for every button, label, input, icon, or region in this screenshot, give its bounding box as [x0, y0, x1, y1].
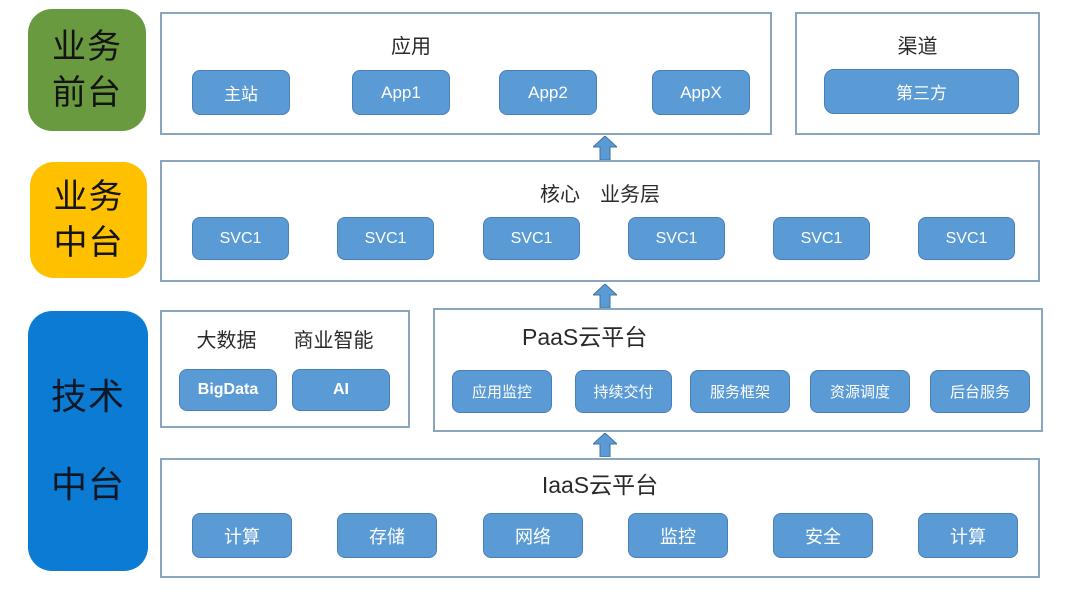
svc-chip: SVC1	[918, 217, 1015, 260]
application-box: 应用 主站 App1 App2 AppX	[160, 12, 772, 135]
paas-platform-box: PaaS云平台 应用监控 持续交付 服务框架 资源调度 后台服务	[433, 308, 1043, 432]
iaas-platform-box: IaaS云平台 计算 存储 网络 监控 安全 计算	[160, 458, 1040, 578]
channel-box: 渠道 第三方	[795, 12, 1040, 135]
paas-chip-continuous-delivery: 持续交付	[575, 370, 672, 413]
channel-title: 渠道	[897, 36, 938, 58]
core-business-layer-title: 核心 业务层	[540, 184, 660, 206]
bigdata-chip: BigData	[179, 369, 277, 411]
bigdata-bi-titles: 大数据 商业智能	[162, 324, 408, 353]
label-business-middle-platform: 业务 中台	[30, 162, 147, 278]
iaas-chip-monitoring: 监控	[628, 513, 728, 558]
iaas-chip-storage: 存储	[337, 513, 437, 558]
iaas-title: IaaS云平台	[541, 472, 659, 498]
app-chip-app1: App1	[352, 70, 450, 115]
app-chip-app2: App2	[499, 70, 597, 115]
paas-chip-app-monitoring: 应用监控	[452, 370, 552, 413]
label-line: 前台	[52, 74, 122, 112]
label-line: 业务	[53, 178, 124, 216]
bigdata-title: 大数据	[196, 330, 257, 352]
ai-chip: AI	[292, 369, 390, 411]
up-arrow-icon	[593, 284, 617, 308]
up-arrow-icon	[593, 136, 617, 160]
paas-chip-resource-scheduling: 资源调度	[810, 370, 910, 413]
label-line: 技术	[50, 376, 125, 417]
app-chip-appx: AppX	[652, 70, 750, 115]
label-line: 中台	[50, 464, 125, 505]
svc-chip: SVC1	[337, 217, 434, 260]
svc-chip: SVC1	[483, 217, 580, 260]
svc-chip: SVC1	[628, 217, 725, 260]
label-tech-middle-platform: 技术 中台	[28, 311, 148, 571]
app-chip-main-site: 主站	[192, 70, 290, 115]
core-business-layer-box: 核心 业务层 SVC1 SVC1 SVC1 SVC1 SVC1 SVC1	[160, 160, 1040, 282]
bi-title: 商业智能	[293, 330, 374, 352]
iaas-chip-security: 安全	[773, 513, 873, 558]
paas-chip-service-framework: 服务框架	[690, 370, 790, 413]
paas-chip-backend-services: 后台服务	[930, 370, 1030, 413]
svc-chip: SVC1	[192, 217, 289, 260]
iaas-chip-compute2: 计算	[918, 513, 1018, 558]
channel-chip-third-party: 第三方	[824, 69, 1019, 114]
iaas-chip-compute: 计算	[192, 513, 292, 558]
application-title: 应用	[391, 36, 431, 58]
label-line: 中台	[53, 224, 124, 262]
iaas-chip-network: 网络	[483, 513, 583, 558]
label-business-frontend: 业务 前台	[28, 9, 146, 131]
label-line: 业务	[52, 28, 122, 66]
svc-chip: SVC1	[773, 217, 870, 260]
up-arrow-icon	[593, 433, 617, 457]
bigdata-bi-box: 大数据 商业智能 BigData AI	[160, 310, 410, 428]
paas-title: PaaS云平台	[522, 324, 648, 350]
